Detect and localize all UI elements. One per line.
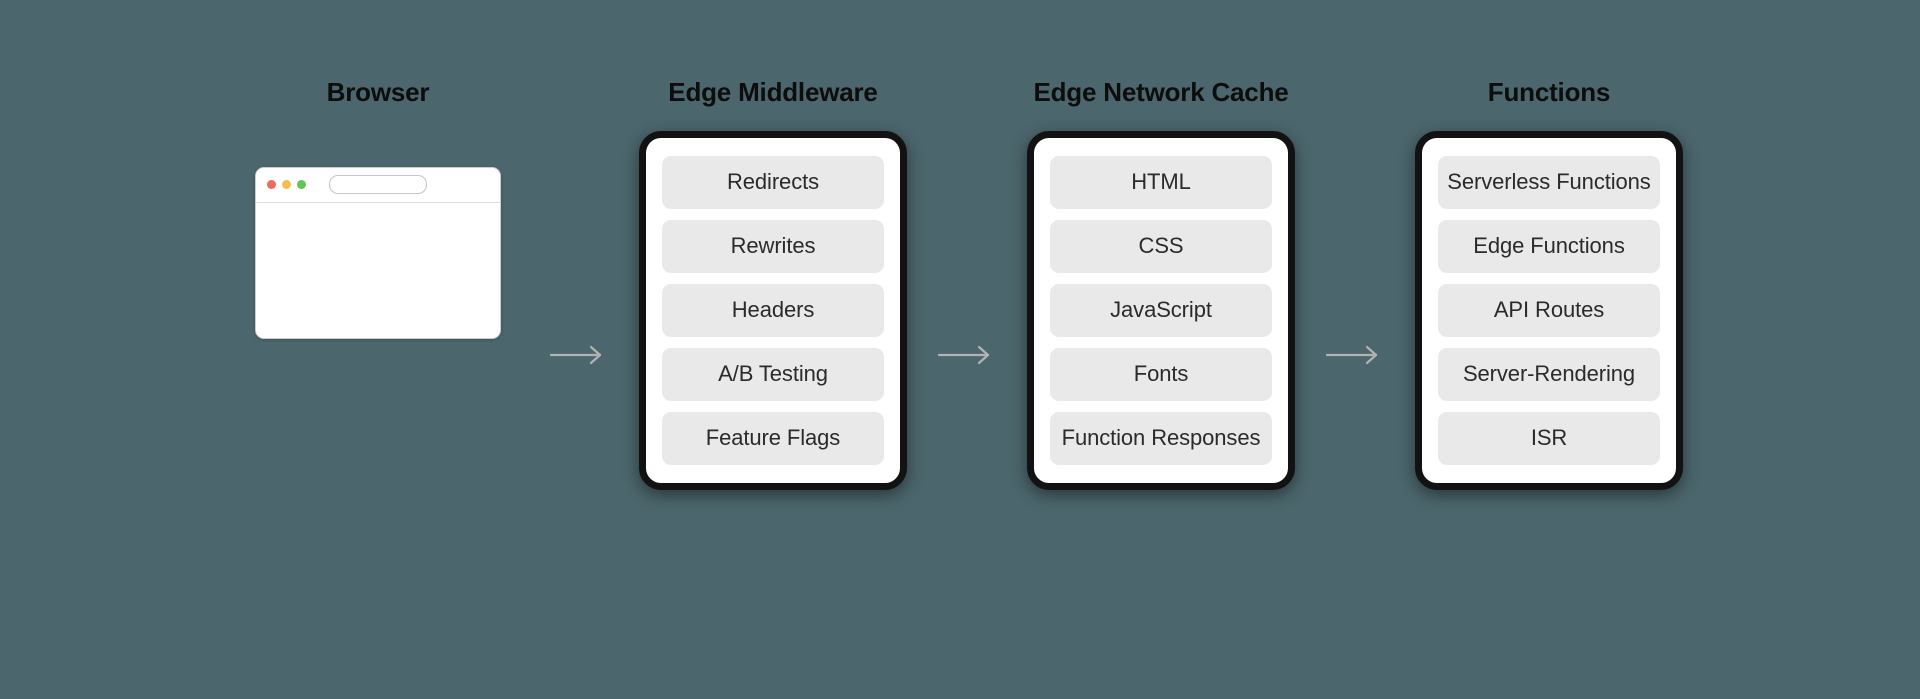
column-edge-middleware: Edge Middleware Redirects Rewrites Heade… [630,75,916,490]
list-item: Feature Flags [662,411,884,465]
arrow-edge-middleware-to-edge-network-cache [916,75,1018,635]
column-edge-network-cache: Edge Network Cache HTML CSS JavaScript F… [1018,75,1304,490]
list-item: CSS [1050,219,1272,273]
maximize-icon [297,180,306,189]
architecture-flow: Browser Edge Midd [228,75,1692,635]
list-item: ISR [1438,411,1660,465]
list-item: HTML [1050,155,1272,209]
card-edge-middleware: Redirects Rewrites Headers A/B Testing F… [639,130,907,490]
list-item: Function Responses [1050,411,1272,465]
list-item: Server-Rendering [1438,347,1660,401]
column-title-edge-middleware: Edge Middleware [668,76,878,107]
list-item: Serverless Functions [1438,155,1660,209]
list-item: Headers [662,283,884,337]
list-item: Rewrites [662,219,884,273]
minimize-icon [282,180,291,189]
column-title-functions: Functions [1487,76,1611,107]
column-title-browser: Browser [326,76,430,107]
column-title-edge-network-cache: Edge Network Cache [1033,76,1289,107]
url-bar [329,175,427,194]
arrow-edge-network-cache-to-functions [1304,75,1406,635]
list-item: JavaScript [1050,283,1272,337]
column-functions: Functions Serverless Functions Edge Func… [1406,75,1692,490]
list-item: Edge Functions [1438,219,1660,273]
browser-viewport [256,202,500,338]
browser-window [255,166,501,339]
card-functions: Serverless Functions Edge Functions API … [1415,130,1683,490]
browser-chrome [256,167,500,203]
list-item: A/B Testing [662,347,884,401]
traffic-lights [267,180,306,189]
list-item: API Routes [1438,283,1660,337]
arrow-browser-to-edge-middleware [528,75,630,635]
card-edge-network-cache: HTML CSS JavaScript Fonts Function Respo… [1027,130,1295,490]
close-icon [267,180,276,189]
list-item: Redirects [662,155,884,209]
list-item: Fonts [1050,347,1272,401]
column-browser: Browser [228,75,528,339]
